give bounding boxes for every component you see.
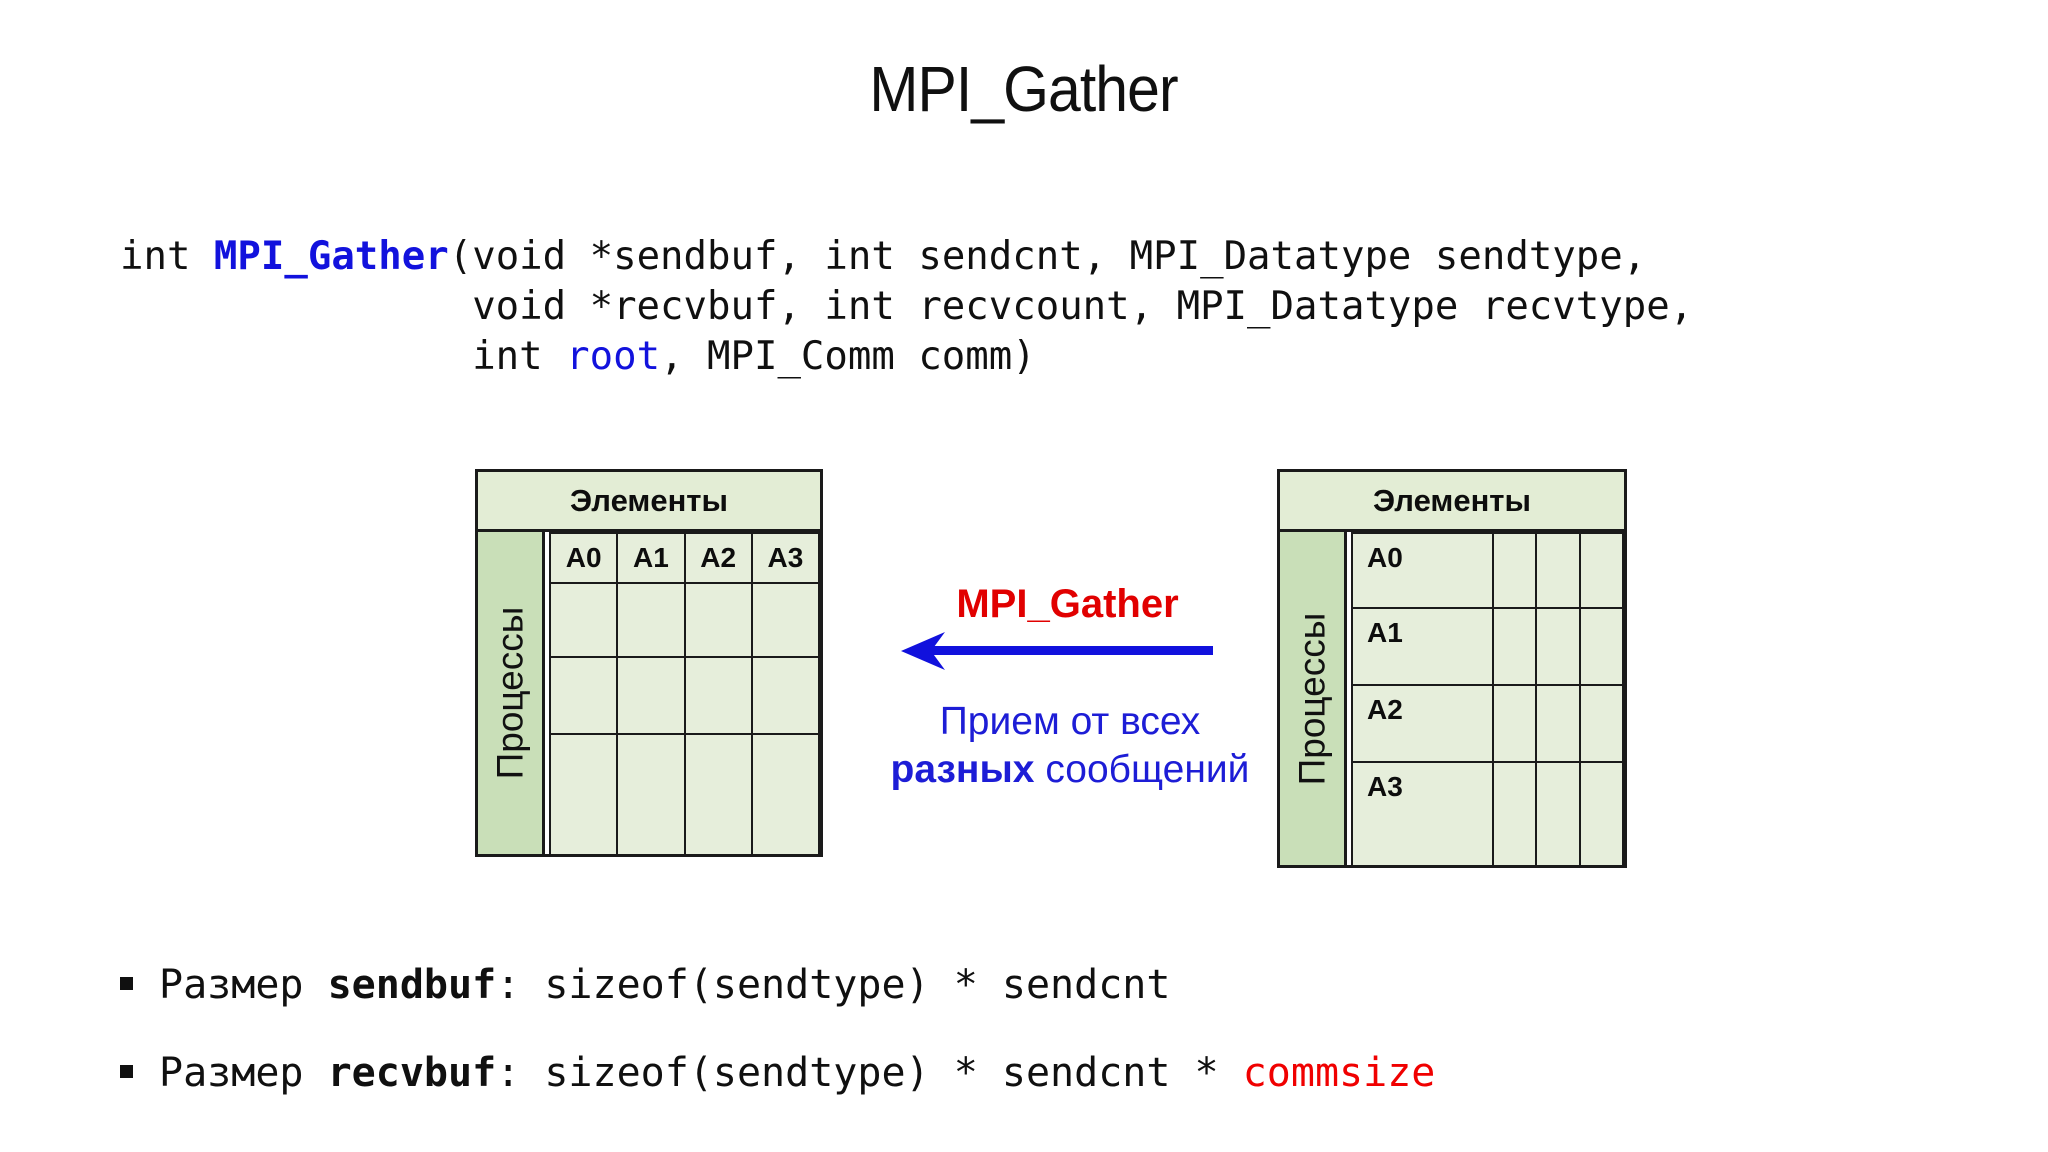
left-arrow-icon: [901, 632, 1213, 670]
empty-data-cell: [1578, 532, 1625, 609]
processes-label-text: Процессы: [1291, 612, 1333, 785]
empty-data-cell: [750, 582, 821, 658]
page-title: MPI_Gather: [869, 53, 1179, 125]
code-text: void *recvbuf, int recvcount, MPI_Dataty…: [120, 284, 1694, 329]
gather-description-line-2: разных сообщений: [855, 746, 1285, 794]
table-row: [548, 656, 821, 735]
empty-data-cell: [1535, 532, 1581, 609]
plain-text: Размер: [159, 962, 328, 1008]
bullet-marker: [120, 977, 133, 990]
empty-data-cell: [1535, 684, 1581, 763]
empty-data-cell: [1491, 684, 1538, 763]
gather-description-line-1: Прием от всех: [939, 700, 1201, 743]
gather-operation-label: MPI_Gather: [956, 582, 1179, 626]
column-label-cell: A0: [548, 532, 619, 584]
column-label-cell: A2: [683, 532, 753, 584]
plain-text: сообщений: [1034, 748, 1250, 791]
table-row: A1: [1351, 607, 1625, 686]
column-label-cell: A1: [616, 532, 686, 584]
empty-data-cell: [616, 733, 686, 856]
column-label-cell: A3: [750, 532, 821, 584]
table-row: A2: [1351, 684, 1625, 763]
commsize-highlight: commsize: [1242, 1050, 1436, 1096]
table-row: [548, 582, 821, 658]
bullet-text: Размер recvbuf: sizeof(sendtype) * sendc…: [159, 1050, 1435, 1097]
right-elements-table: Элементы Процессы A0 A1 A2 A3: [1277, 469, 1627, 868]
code-text: int: [120, 334, 567, 379]
table-divider: [545, 532, 549, 854]
bullet-marker: [120, 1065, 133, 1078]
bold-text: разных: [890, 748, 1035, 791]
empty-data-cell: [1578, 761, 1625, 867]
code-text: int: [120, 234, 214, 279]
left-data-grid: A0 A1 A2 A3: [548, 532, 821, 856]
empty-data-cell: [1578, 684, 1625, 763]
empty-data-cell: [750, 733, 821, 856]
empty-data-cell: [548, 582, 619, 658]
table-row: A3: [1351, 761, 1625, 867]
empty-data-cell: [1578, 607, 1625, 686]
plain-text: : sizeof(sendtype) * sendcnt: [496, 962, 1171, 1008]
bullet-text: Размер sendbuf: sizeof(sendtype) * sendc…: [159, 962, 1170, 1009]
table-header-elements: Элементы: [1280, 472, 1624, 532]
bold-text: sendbuf: [327, 962, 497, 1008]
empty-data-cell: [683, 733, 753, 856]
bullet-item-sendbuf: Размер sendbuf: sizeof(sendtype) * sendc…: [120, 962, 1170, 1009]
left-elements-table: Элементы Процессы A0 A1 A2 A3: [475, 469, 823, 857]
empty-data-cell: [616, 582, 686, 658]
plain-text: : sizeof(sendtype) * sendcnt *: [496, 1050, 1243, 1096]
function-name: MPI_Gather: [213, 234, 449, 279]
empty-data-cell: [616, 656, 686, 735]
empty-data-cell: [548, 733, 619, 856]
root-param: root: [566, 334, 661, 379]
empty-data-cell: [548, 656, 619, 735]
table-divider: [1347, 532, 1351, 865]
row-label-cell: A2: [1351, 684, 1494, 763]
processes-label-text: Процессы: [489, 606, 531, 780]
code-line-1: int MPI_Gather(void *sendbuf, int sendcn…: [120, 232, 1693, 282]
code-text: (void *sendbuf, int sendcnt, MPI_Datatyp…: [448, 234, 1647, 279]
row-label-cell: A3: [1351, 761, 1494, 867]
gather-description: Прием от всех разных сообщений: [855, 698, 1285, 794]
code-line-2: void *recvbuf, int recvcount, MPI_Dataty…: [120, 282, 1693, 332]
code-signature: int MPI_Gather(void *sendbuf, int sendcn…: [120, 232, 1693, 382]
empty-data-cell: [1491, 532, 1538, 609]
empty-data-cell: [1535, 761, 1581, 867]
processes-side-label: Процессы: [478, 532, 545, 854]
bold-text: recvbuf: [327, 1050, 497, 1096]
empty-data-cell: [1491, 607, 1538, 686]
bullet-item-recvbuf: Размер recvbuf: sizeof(sendtype) * sendc…: [120, 1050, 1435, 1097]
processes-side-label: Процессы: [1280, 532, 1347, 865]
row-label-cell: A1: [1351, 607, 1494, 686]
empty-data-cell: [1491, 761, 1538, 867]
empty-data-cell: [683, 582, 753, 658]
row-label-cell: A0: [1351, 532, 1494, 609]
empty-data-cell: [1535, 607, 1581, 686]
table-row: A0: [1351, 532, 1625, 609]
table-row: [548, 733, 821, 856]
right-data-grid: A0 A1 A2 A3: [1351, 532, 1625, 867]
code-line-3: int root, MPI_Comm comm): [120, 332, 1693, 382]
table-header-elements: Элементы: [478, 472, 820, 532]
plain-text: Размер: [159, 1050, 328, 1096]
empty-data-cell: [683, 656, 753, 735]
table-row: A0 A1 A2 A3: [548, 532, 821, 584]
empty-data-cell: [750, 656, 821, 735]
code-text: , MPI_Comm comm): [660, 334, 1036, 379]
